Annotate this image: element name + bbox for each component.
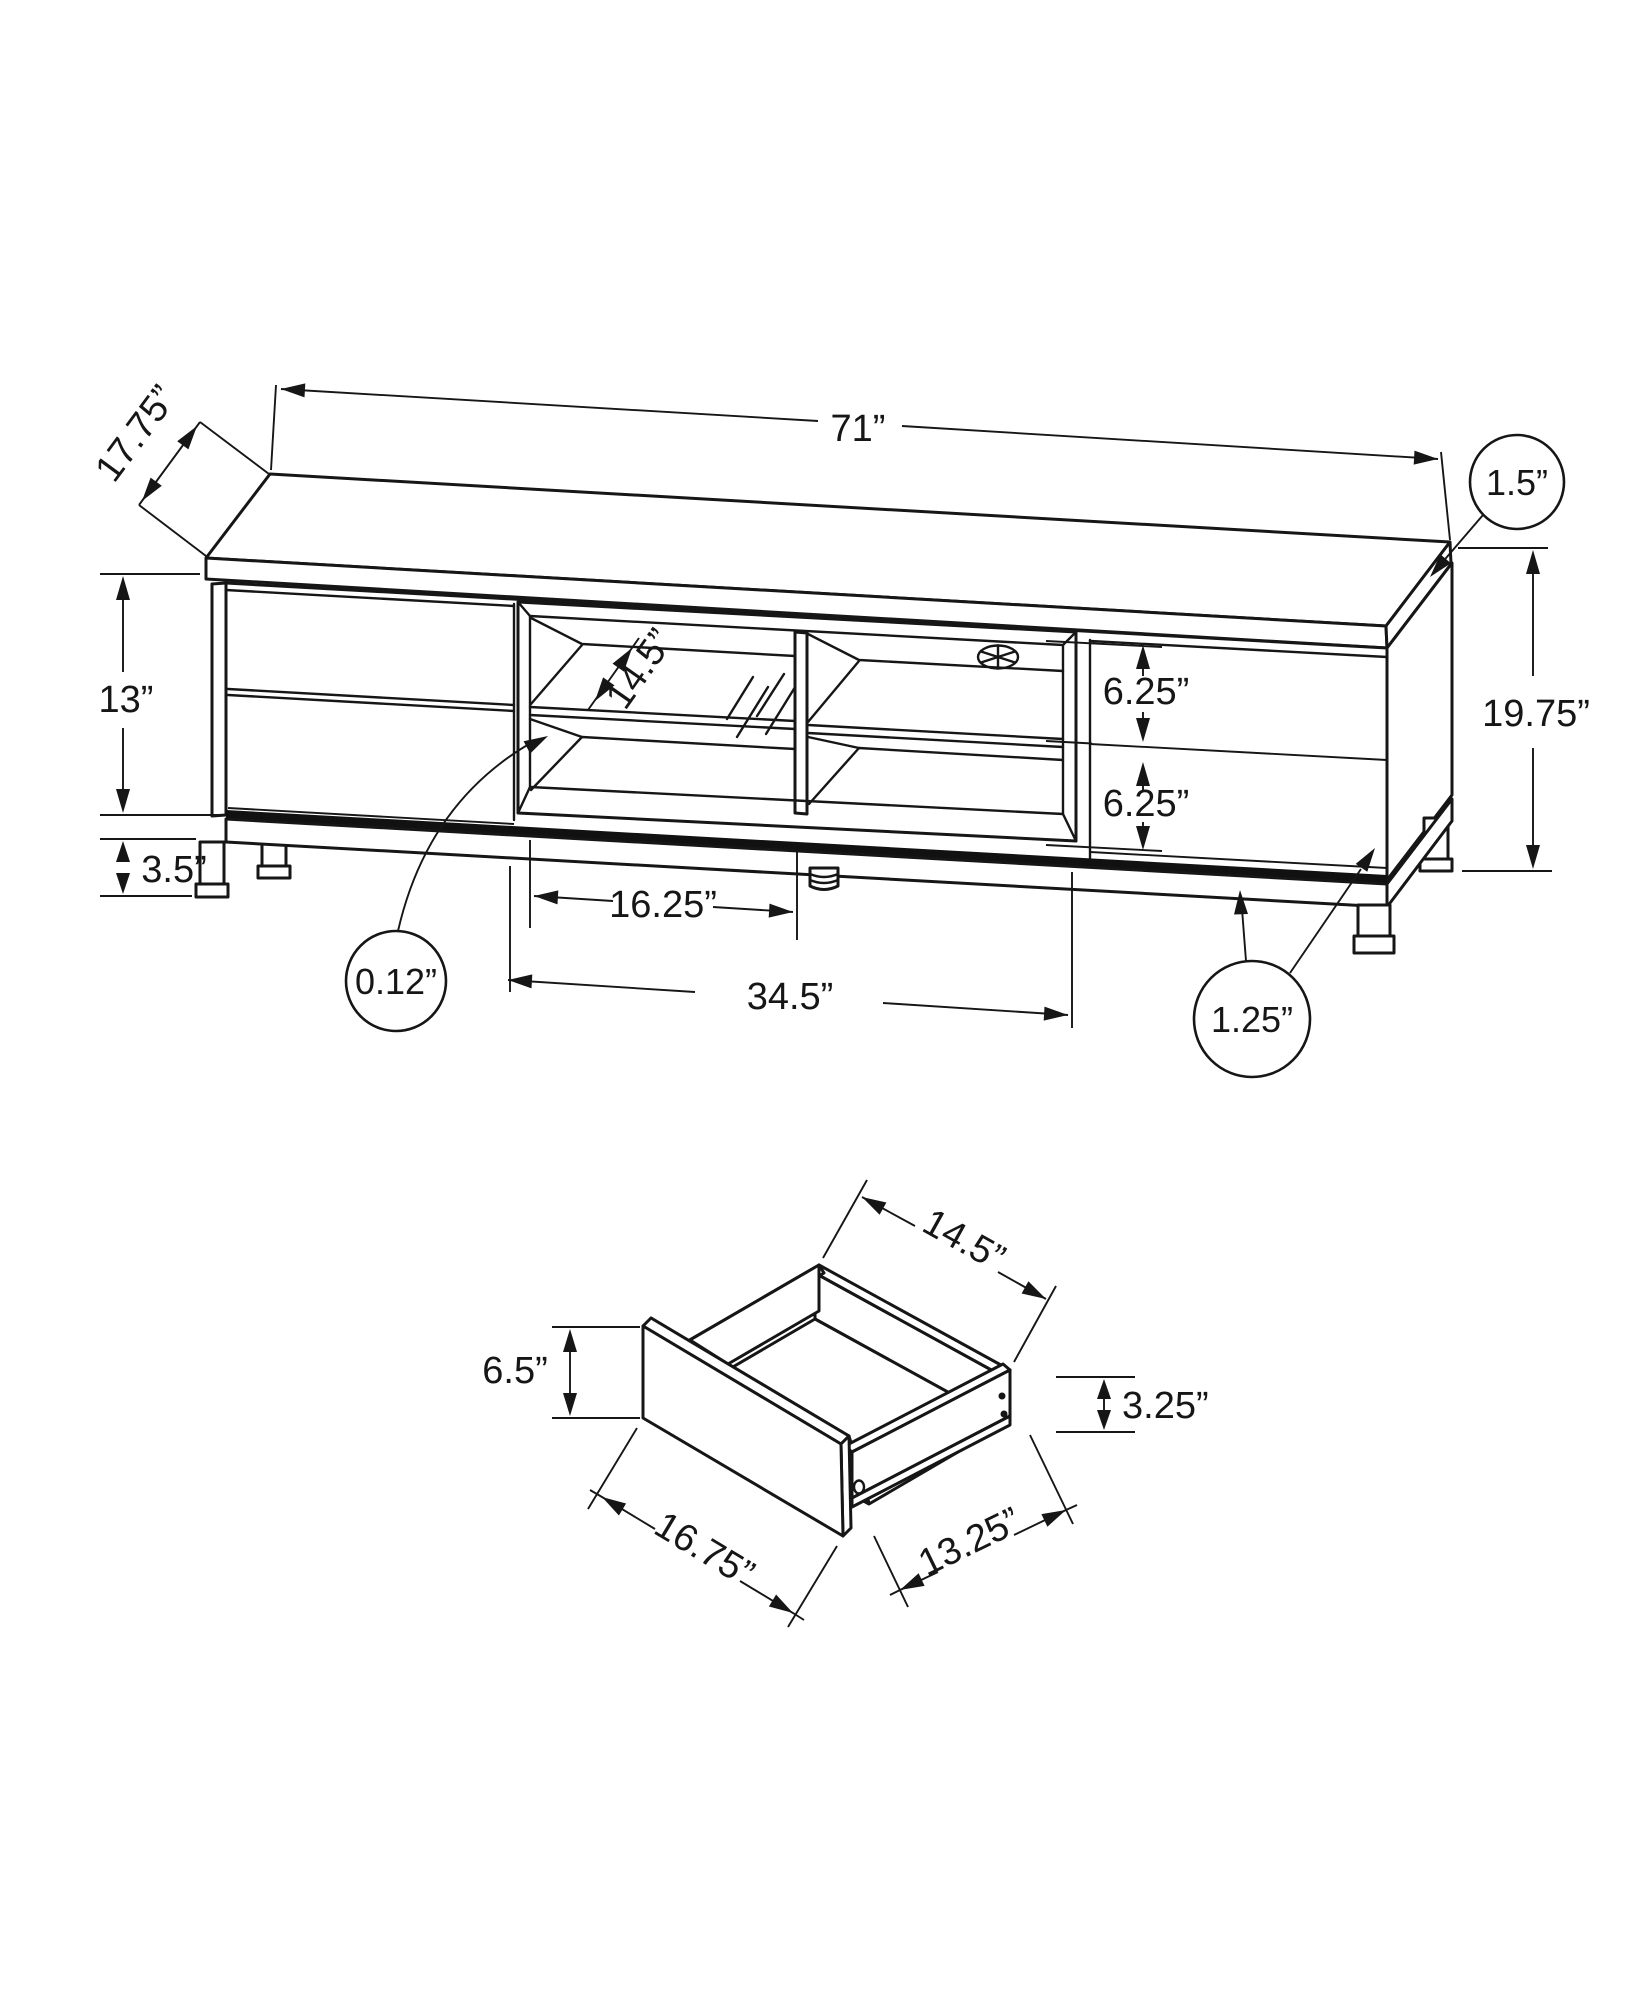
dim-drawer-side-height-label: 3.25”: [1122, 1385, 1209, 1427]
dim-compartment-width: 16.25”: [529, 840, 798, 940]
dim-center-section-width-label: 34.5”: [747, 976, 834, 1018]
dim-drawer-front-height: 6.5”: [482, 1326, 640, 1419]
front-left-leg-foot: [194, 882, 230, 899]
right-door: [1088, 638, 1389, 869]
top-panel: [204, 472, 1453, 650]
callout-glass-thickness: 0.12”: [344, 736, 548, 1033]
left-door-groove-shadow: [226, 693, 516, 713]
dim-upper-drawer-front-label: 6.25”: [1103, 671, 1190, 713]
frame-miters: [516, 600, 1078, 843]
dim-top-width: 71”: [270, 383, 1451, 541]
dim-overall-height-label: 19.75”: [1482, 693, 1590, 735]
dim-drawer-front-height-label: 6.5”: [482, 1350, 547, 1392]
back-left-leg-foot: [256, 864, 292, 880]
dim-leg-height-label: 3.5”: [141, 849, 206, 891]
drawer-screw-dot-1: [998, 1392, 1006, 1400]
drawer-cam-hole-icon: [852, 1479, 866, 1495]
right-shelf: [806, 723, 1065, 749]
body-left-edge: [210, 581, 228, 818]
dim-compartment-width-label: 16.25”: [609, 884, 717, 926]
dim-lower-drawer-front-label: 6.25”: [1103, 783, 1190, 825]
back-right-leg-foot: [1418, 857, 1454, 873]
center-divider: [793, 630, 809, 816]
dim-cabinet-height-label: 13”: [99, 679, 154, 721]
dim-top-width-label: 71”: [831, 408, 886, 450]
dim-leg-height: 3.5”: [100, 838, 207, 897]
left-door-groove: [226, 687, 516, 707]
base-shadow-gap: [226, 810, 1387, 883]
base-rail-right: [1385, 797, 1454, 909]
right-door-groove: [1089, 743, 1388, 761]
drawer-screw-dot-2: [1000, 1410, 1008, 1418]
glass-reflection-marks: [725, 672, 799, 739]
callout-top-thickness: 1.5”: [1430, 433, 1566, 577]
right-door-top-gap: [1088, 639, 1389, 659]
tv-stand-diagram: 71” 17.75” 1.5” 19.75”: [87, 378, 1590, 1079]
dim-lower-drawer-front: 6.25”: [1045, 762, 1190, 852]
dim-cabinet-height: 13”: [99, 573, 222, 816]
glass-shelf: [528, 705, 797, 731]
cable-grommet-icon: [976, 644, 1020, 670]
drawer-diagram: 14.5” 6.5” 3.25” 16.75”: [482, 1179, 1209, 1628]
drawer-front-panel-outer: [641, 1324, 845, 1538]
base: [194, 797, 1454, 955]
callout-base-rail: 1.25”: [1192, 848, 1375, 1079]
open-shelf-section: [516, 600, 1078, 843]
dim-upper-drawer-front: 6.25”: [1045, 640, 1190, 745]
front-right-leg-foot: [1352, 934, 1396, 955]
callout-glass-thickness-label: 0.12”: [355, 961, 437, 1002]
body-right-face: [1385, 561, 1454, 882]
center-leveler-foot: [808, 866, 840, 891]
callout-top-thickness-label: 1.5”: [1486, 462, 1548, 503]
dim-overall-height: 19.75”: [1458, 547, 1590, 872]
left-door-top-gap: [224, 588, 516, 608]
callout-base-rail-label: 1.25”: [1211, 999, 1293, 1040]
dim-drawer-side-height: 3.25”: [1056, 1376, 1209, 1433]
left-door: [224, 588, 516, 825]
right-door-bottom-gap: [1089, 851, 1388, 869]
drawer-box: [641, 1263, 1012, 1538]
left-door-bottom-gap: [227, 807, 515, 825]
dim-center-section-width: 34.5”: [507, 866, 1073, 1028]
